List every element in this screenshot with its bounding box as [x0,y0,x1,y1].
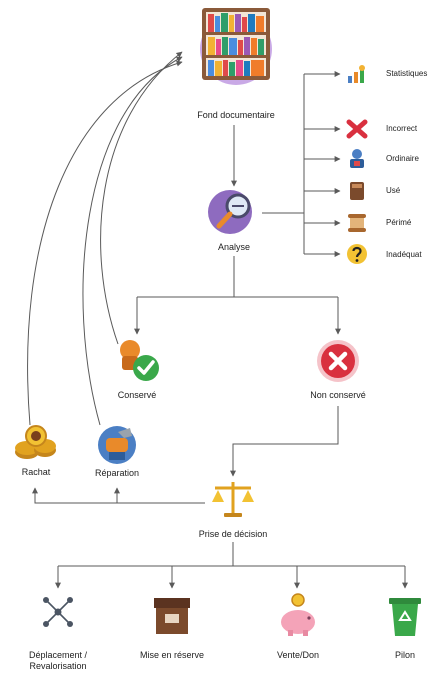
edge-rachat-fonds [27,60,183,426]
non-conserve-node: Non conservé [298,336,378,406]
outcome-pilon: Pilon [381,592,429,662]
edge-conserve-fonds [100,51,183,345]
question-mark-icon [347,244,367,264]
criterion-incorrect: Incorrect [386,124,418,133]
fonds-label: Fond documentaire [197,110,275,120]
bookshelf-icon [200,8,272,85]
criterion-inadequat: Inadéquat [386,250,422,259]
outcome-deplacement: Déplacement / Revalorisation [10,592,106,674]
rachat-label: Rachat [21,467,51,477]
analyse-node: Analyse [206,188,262,258]
outcome-deplacement-line1: Déplacement / [28,650,88,660]
worn-book-icon [350,182,364,200]
outcome-pilon-label: Pilon [394,650,415,660]
coins-icon [15,425,56,459]
outcome-reserve-label: Mise en réserve [139,650,205,660]
rejected-icon [317,340,359,382]
edge-reparation-fonds [82,56,183,426]
repair-icon [98,426,136,464]
fonds-node: Fond documentaire [195,4,277,120]
red-cross-icon [346,119,368,139]
reparation-node: Réparation [84,424,150,486]
statistics-icon [348,65,365,83]
outcome-deplacement-line2: Revalorisation [29,661,87,671]
criterion-statistiques: Statistiques [386,69,428,78]
outcome-vente-label: Vente/Don [276,650,320,660]
conserve-label: Conservé [117,390,157,400]
reparation-label: Réparation [94,468,140,478]
conserve-node: Conservé [107,336,167,406]
edge-decision-rachat [32,487,205,504]
decision-node: Prise de décision [183,478,283,542]
outcome-reserve: Mise en réserve [122,592,222,662]
conserved-stamp-icon [120,340,159,381]
piggy-bank-icon [281,593,315,636]
decision-label: Prise de décision [198,529,268,539]
scales-icon [212,482,254,517]
outcome-vente: Vente/Don [262,592,334,662]
network-icon [43,597,73,627]
magnifier-icon [208,190,252,234]
ordinary-person-icon [350,149,364,168]
analyse-label: Analyse [217,242,251,252]
rachat-node: Rachat [10,424,62,486]
recycle-bin-icon [389,598,421,636]
non-conserve-label: Non conservé [310,390,366,400]
criterion-perime: Périmé [386,218,412,227]
criterion-use: Usé [386,186,401,195]
criterion-ordinaire: Ordinaire [386,154,419,163]
edge-non-conserve-decision [230,406,339,477]
storage-box-icon [154,598,190,634]
outdated-scroll-icon [348,214,366,232]
